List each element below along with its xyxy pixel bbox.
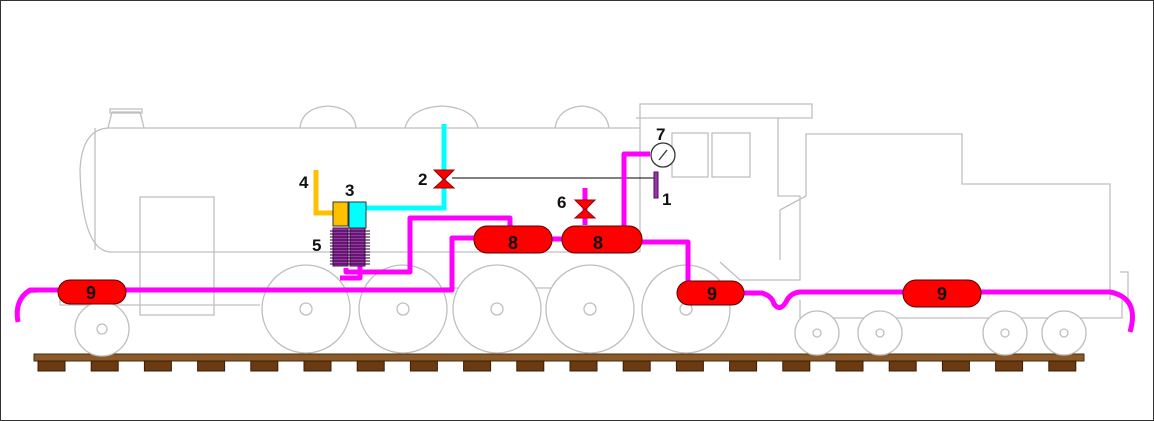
driving-wheel-2 — [358, 264, 448, 354]
air-pipe-to-gauge — [621, 151, 650, 230]
chimney — [107, 111, 145, 129]
sleeper — [197, 360, 226, 372]
compressor-air-cylinder — [348, 201, 367, 229]
steam-pipe — [360, 124, 447, 211]
label-9a: 9 — [86, 283, 96, 303]
boiler — [79, 127, 640, 253]
sleeper — [675, 360, 704, 372]
cab-window-right — [711, 132, 751, 178]
main-reservoir-2 — [561, 225, 643, 254]
air-pipe-rear-hose — [980, 289, 1135, 333]
dome-3 — [554, 105, 610, 129]
label-4: 4 — [299, 173, 309, 192]
main-reservoir-1 — [473, 225, 553, 254]
sleeper — [782, 360, 811, 372]
sleeper — [250, 360, 279, 372]
steam-supply-pipe — [313, 170, 334, 216]
sleepers — [37, 360, 1077, 372]
tender — [779, 133, 1111, 300]
sleeper — [356, 360, 385, 372]
air-pipe-to-cylinder — [640, 239, 691, 283]
label-7: 7 — [656, 125, 665, 144]
drivers-brake-valve — [653, 171, 659, 199]
pressure-gauge-icon — [650, 142, 676, 168]
driving-wheel-3 — [452, 264, 542, 354]
sleeper — [90, 360, 119, 372]
label-8a: 8 — [508, 233, 518, 253]
sleeper — [1048, 360, 1077, 372]
sleeper — [835, 360, 864, 372]
cab — [639, 103, 813, 281]
track — [33, 353, 1085, 372]
sleeper — [516, 360, 545, 372]
air-pipe-compressor-to-reservoir — [343, 215, 513, 275]
sleeper — [303, 360, 332, 372]
sleeper — [729, 360, 758, 372]
tender-frame — [799, 300, 1123, 319]
label-6: 6 — [557, 193, 566, 212]
valve-2-icon — [432, 169, 456, 189]
sleeper — [622, 360, 651, 372]
tender-wheel-4 — [1041, 310, 1087, 356]
tender-wheel-1 — [794, 310, 840, 356]
label-8b: 8 — [593, 233, 603, 253]
driving-wheel-1 — [261, 264, 351, 354]
driving-wheel-4 — [545, 264, 635, 354]
brake-cylinder-1 — [57, 279, 127, 305]
train-pipe-front — [126, 235, 474, 293]
sleeper — [569, 360, 598, 372]
tender-wheel-3 — [982, 310, 1028, 356]
brake-cylinder-2 — [676, 280, 745, 306]
cylinder-block — [139, 196, 215, 316]
sleeper — [995, 360, 1024, 372]
rail — [33, 353, 1085, 362]
sleeper — [888, 360, 917, 372]
label-1: 1 — [662, 190, 671, 209]
label-3: 3 — [345, 181, 354, 200]
air-pipes — [14, 151, 1135, 333]
locomotive-outline — [19, 103, 1129, 319]
valve-6-icon — [573, 199, 597, 219]
sleeper — [143, 360, 172, 372]
brake-cylinder-3 — [902, 279, 982, 308]
air-pipe-front-hose — [14, 287, 58, 323]
label-2: 2 — [418, 170, 427, 189]
air-cooler — [330, 227, 370, 267]
sleeper — [409, 360, 438, 372]
label-9b: 9 — [707, 284, 717, 304]
chimney-cap — [109, 108, 143, 114]
sleeper — [37, 360, 66, 372]
sleeper — [941, 360, 970, 372]
label-9c: 9 — [937, 284, 947, 304]
tender-wheel-2 — [857, 310, 903, 356]
dome-2 — [404, 105, 479, 129]
sleeper — [463, 360, 492, 372]
label-5: 5 — [312, 236, 321, 255]
compressor-steam-cylinder — [332, 201, 349, 227]
train-pipe-tender — [742, 289, 903, 310]
dome-1 — [299, 105, 357, 129]
pony-wheel — [74, 301, 130, 357]
